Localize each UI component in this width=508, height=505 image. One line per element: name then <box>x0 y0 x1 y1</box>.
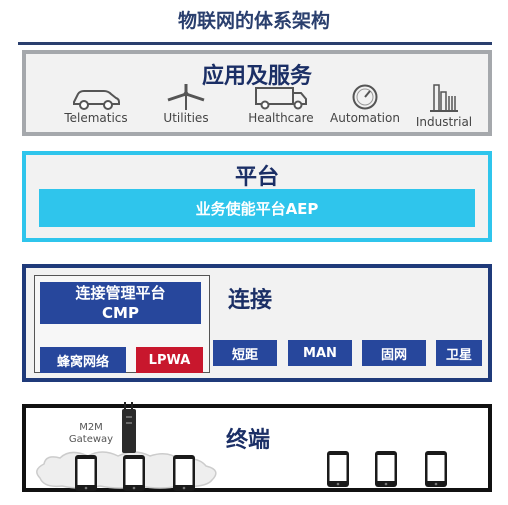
cmp-block: 连接管理平台 CMP <box>40 282 201 324</box>
connection-layer: 连接管理平台 CMP 蜂窝网络 LPWA 连接 短距 MAN 固网 卫星 <box>22 264 492 382</box>
phone-icon <box>75 455 97 491</box>
diagram-title: 物联网的体系架构 <box>177 10 330 32</box>
terminal-heading: 终端 <box>226 428 271 453</box>
app-label: Automation <box>330 111 400 125</box>
applications-layer: 应用及服务 Telematics Utilities Healthcare <box>22 50 492 136</box>
app-label: Utilities <box>163 111 209 125</box>
app-item-utilities: Utilities <box>136 84 236 125</box>
car-icon <box>73 90 120 110</box>
chip-satellite: 卫星 <box>436 340 482 366</box>
app-item-automation: Automation <box>315 84 415 125</box>
app-item-healthcare: Healthcare <box>231 84 331 125</box>
applications-heading: 应用及服务 <box>201 64 312 89</box>
chip-short-range: 短距 <box>213 340 277 366</box>
cmp-line1: 连接管理平台 <box>75 284 166 302</box>
cmp-frame: 连接管理平台 CMP 蜂窝网络 LPWA <box>34 275 210 373</box>
title-underline <box>18 42 492 45</box>
gateway-device-icon <box>122 402 136 453</box>
cmp-line2: CMP <box>102 304 139 322</box>
phone-icon <box>173 455 195 491</box>
terminal-layer: 终端 M2M Gateway <box>22 402 492 492</box>
phone-icon <box>375 451 397 487</box>
app-label: Industrial <box>415 115 473 129</box>
chip-lpwa: LPWA <box>136 347 203 373</box>
gateway-label-line1: M2M <box>79 422 103 433</box>
gauge-icon <box>352 84 378 110</box>
aep-bar: 业务使能平台AEP <box>39 189 475 227</box>
platform-heading: 平台 <box>234 165 279 190</box>
phone-icon <box>425 451 447 487</box>
platform-layer: 平台 业务使能平台AEP <box>22 151 492 242</box>
chip-man: MAN <box>288 340 352 366</box>
gateway-label: M2M Gateway <box>66 422 116 446</box>
wind-turbine-icon <box>167 84 205 110</box>
phone-icon <box>327 451 349 487</box>
van-icon <box>255 87 307 110</box>
app-label: Healthcare <box>248 111 314 125</box>
factory-icon <box>430 84 458 112</box>
gateway-label-line2: Gateway <box>68 434 114 445</box>
app-label: Telematics <box>64 111 128 125</box>
chip-fixed-network: 固网 <box>362 340 426 366</box>
chip-cellular: 蜂窝网络 <box>40 347 126 373</box>
app-item-telematics: Telematics <box>46 84 146 125</box>
phone-icon <box>123 455 145 491</box>
connection-heading: 连接 <box>228 288 273 313</box>
app-item-industrial: Industrial <box>394 84 494 129</box>
